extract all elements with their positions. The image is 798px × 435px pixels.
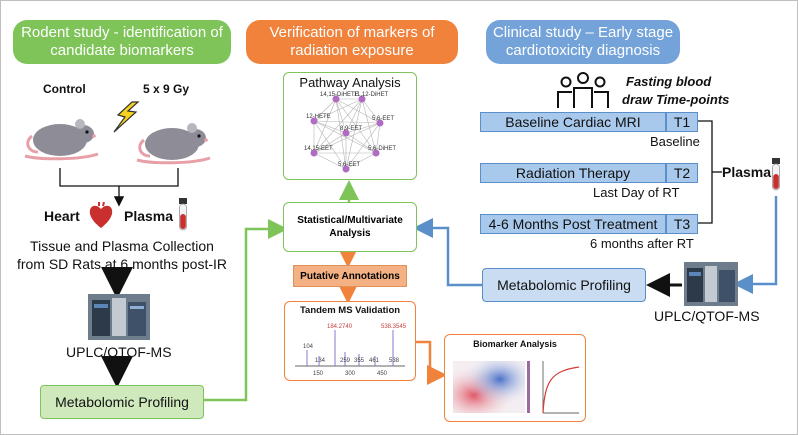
pathway-network: 14,15-DiHETE 11,12-DiHET 12-HETE 5,6-EET… xyxy=(304,92,396,173)
blood-tube-icon-right xyxy=(772,158,780,191)
msms-peak-label: 184.2740 xyxy=(327,324,353,330)
heart-organ-icon xyxy=(89,202,113,228)
fasting-line2: draw Time-points xyxy=(622,92,730,107)
timepoint-bracket xyxy=(698,120,713,224)
biomarker-plots xyxy=(453,361,580,414)
pathway-node xyxy=(342,165,350,173)
verification-header: Verification of markers of radiation exp… xyxy=(246,20,458,64)
timepoint-event-3: 4-6 Months Post Treatment xyxy=(480,214,666,234)
metabolomic-profiling-right: Metabolomic Profiling xyxy=(482,268,646,302)
tandem-ms-title: Tandem MS Validation xyxy=(299,305,401,316)
pathway-node-label: 5,6-EET xyxy=(338,162,360,168)
collection-line1: Tissue and Plasma Collection xyxy=(30,238,214,254)
msms-to-biomarker-arrow xyxy=(413,340,447,385)
msms-peak-label: 355 xyxy=(354,358,365,364)
mass-spectrometer-image-left xyxy=(88,294,150,340)
msms-peak-label: 104 xyxy=(303,344,314,350)
tandem-ms-box: Tandem MS Validation 104 134 184.2740 25… xyxy=(284,301,416,381)
mass-spectrometer-image-right xyxy=(684,262,738,306)
pathway-node xyxy=(372,149,380,157)
pathway-node-label: 8,9-EET xyxy=(340,126,362,132)
instrument-label-right: UPLC/QTOF-MS xyxy=(654,308,760,324)
pathway-node xyxy=(310,117,318,125)
msms-axis-tick: 450 xyxy=(377,371,388,377)
statistical-analysis-label: Statistical/Multivariate Analysis xyxy=(297,215,403,239)
pathway-node-label: 14,15-DiHETE xyxy=(320,92,359,98)
dose-label: 5 x 9 Gy xyxy=(143,82,190,96)
putative-annotations-box: Putative Annotations xyxy=(293,265,407,287)
msms-spectrum: 104 134 184.2740 259 355 461 538.3545 53… xyxy=(295,324,407,377)
statistical-analysis-box: Statistical/Multivariate Analysis xyxy=(283,202,417,252)
irradiated-rat-icon xyxy=(136,123,211,165)
biomarker-analysis-box: Biomarker Analysis xyxy=(444,334,586,422)
msms-peak-label: 461 xyxy=(369,358,380,364)
metabolomic-profiling-left: Metabolomic Profiling xyxy=(40,385,204,419)
pathway-node xyxy=(342,129,350,137)
msms-axis-tick: 150 xyxy=(313,371,324,377)
pathway-node xyxy=(332,95,340,103)
plasma-label-right: Plasma xyxy=(722,164,772,180)
roc-curve xyxy=(542,366,580,414)
pathway-node xyxy=(310,149,318,157)
msms-peak-label: 259 xyxy=(340,358,351,364)
rodent-study-header: Rodent study - identification of candida… xyxy=(13,20,231,64)
pathway-node-label: 14,15-EET xyxy=(304,146,333,152)
radiation-bolt-icon xyxy=(113,101,140,133)
timepoint-note-3: 6 months after RT xyxy=(590,236,694,251)
pathway-node-label: 5,6-DiHET xyxy=(368,146,396,152)
heatmap-colorbar xyxy=(527,361,530,413)
pathway-node-label: 11,12-DiHET xyxy=(354,92,389,98)
timepoint-code-2: T2 xyxy=(666,163,698,183)
plasma-label-left: Plasma xyxy=(124,208,174,224)
control-rat-icon xyxy=(24,119,99,161)
control-label: Control xyxy=(43,82,86,96)
msms-axis-tick: 300 xyxy=(345,371,356,377)
timepoint-event-2: Radiation Therapy xyxy=(480,163,666,183)
plasma-blue-arrow xyxy=(733,196,778,294)
msms-peak-label: 538 xyxy=(389,358,400,364)
biomarker-analysis-title: Biomarker Analysis xyxy=(473,339,557,349)
blue-connector xyxy=(413,218,482,287)
pathway-analysis-box: Pathway Analysis 14,15-DiHETE 11,12-DiHE… xyxy=(283,72,417,180)
patient-group-icon xyxy=(557,72,609,108)
pathway-node-label: 5,6-EET xyxy=(372,116,394,122)
pathway-title: Pathway Analysis xyxy=(299,75,401,90)
timepoint-note-1: Baseline xyxy=(650,134,700,149)
clinical-study-header: Clinical study – Early stage cardiotoxic… xyxy=(486,20,680,64)
pathway-node xyxy=(358,95,366,103)
timepoint-code-3: T3 xyxy=(666,214,698,234)
msms-peak-label: 134 xyxy=(315,358,326,364)
instrument-label-left: UPLC/QTOF-MS xyxy=(66,344,172,360)
heart-label: Heart xyxy=(44,208,80,224)
timepoint-event-1: Baseline Cardiac MRI xyxy=(480,112,666,132)
timepoint-note-2: Last Day of RT xyxy=(593,185,680,200)
timepoint-code-1: T1 xyxy=(666,112,698,132)
green-connector xyxy=(204,219,288,402)
fasting-line1: Fasting blood xyxy=(626,74,712,89)
collection-line2: from SD Rats at 6 months post-IR xyxy=(16,256,228,272)
msms-peak-label: 538.3545 xyxy=(381,324,407,330)
rat-bracket xyxy=(59,168,179,187)
blood-tube-icon-left xyxy=(179,198,187,231)
pathway-node xyxy=(376,119,384,127)
pathway-node-label: 12-HETE xyxy=(306,114,331,120)
